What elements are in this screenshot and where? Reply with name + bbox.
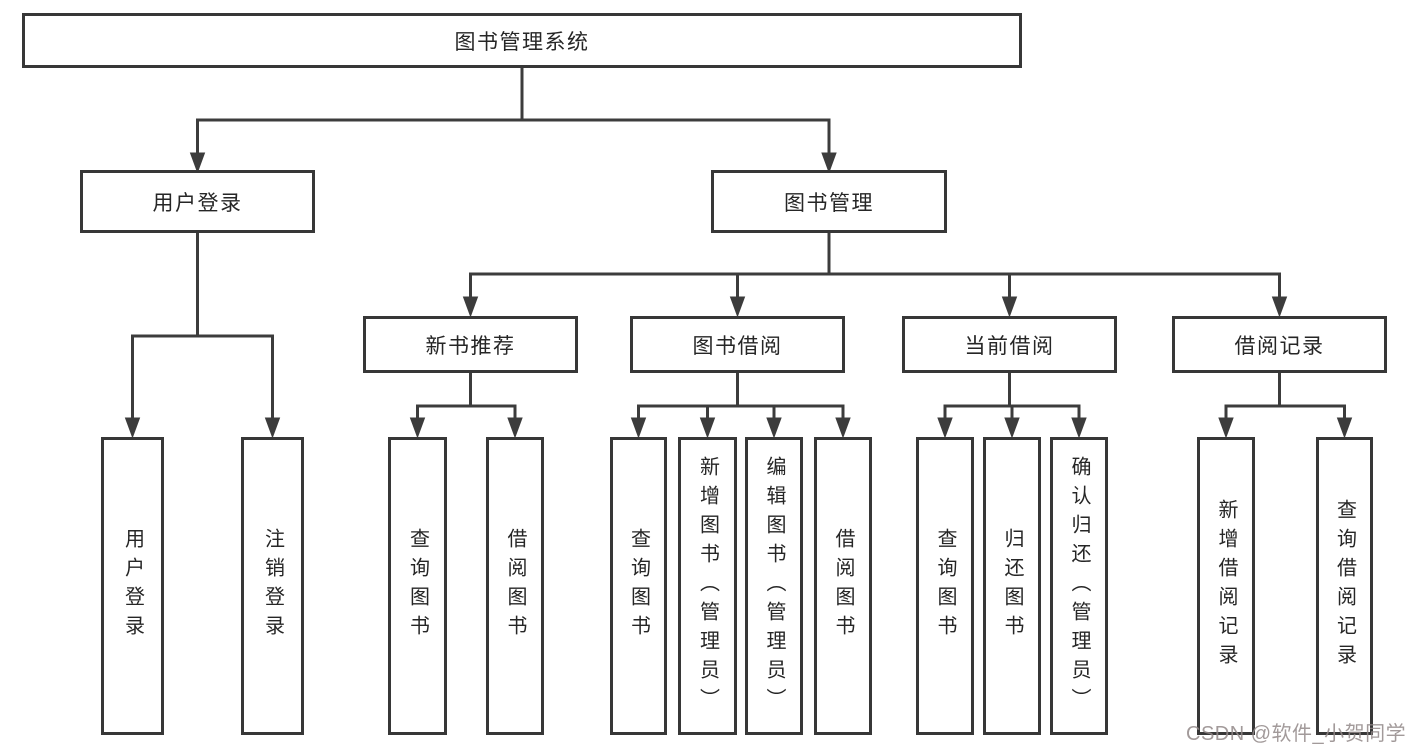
node-book-borrow: 图书借阅: [630, 316, 845, 373]
node-current-borrow: 当前借阅: [902, 316, 1117, 373]
arrowhead: [699, 417, 716, 439]
leaf-query-book-current: 查询图书: [916, 437, 974, 735]
node-borrow-records: 借阅记录: [1172, 316, 1387, 373]
leaf-logout: 注销登录: [241, 437, 304, 735]
arrowhead: [937, 417, 953, 439]
arrowhead: [835, 417, 851, 439]
connector-book-mgmt-to-level3: [462, 231, 1288, 318]
arrowhead: [729, 296, 746, 318]
arrowhead: [821, 152, 837, 174]
leaf-confirm-return-admin: 确认归还（管理员）: [1050, 437, 1108, 735]
leaf-add-borrow-record: 新增借阅记录: [1197, 437, 1255, 735]
node-root: 图书管理系统: [22, 13, 1022, 68]
arrowhead: [264, 417, 281, 439]
arrowhead: [1001, 296, 1018, 318]
arrowhead: [124, 417, 141, 439]
arrowhead: [1271, 296, 1288, 318]
connector-new-book-rec-to-leaves: [409, 371, 523, 439]
leaf-borrow-book: 借阅图书: [814, 437, 872, 735]
connector-root-to-level2: [189, 66, 837, 174]
connector-current-borrow-to-leaves: [937, 371, 1087, 439]
leaf-query-book-borrow: 查询图书: [610, 437, 667, 735]
connector-borrow-records-to-leaves: [1218, 371, 1353, 439]
arrowhead: [1071, 417, 1087, 439]
leaf-borrow-book-recommend: 借阅图书: [486, 437, 544, 735]
leaf-return-book: 归还图书: [983, 437, 1041, 735]
arrowhead: [1218, 417, 1234, 439]
leaf-user-login: 用户登录: [101, 437, 164, 735]
leaf-query-borrow-record: 查询借阅记录: [1316, 437, 1373, 735]
csdn-watermark: CSDN @软件_小贺同学: [1186, 723, 1405, 745]
arrowhead: [1336, 417, 1353, 439]
arrowhead: [1004, 417, 1020, 439]
arrowhead: [462, 296, 479, 318]
arrowhead: [630, 417, 647, 439]
connector-book-borrow-to-leaves: [630, 371, 851, 439]
node-book-management: 图书管理: [711, 170, 947, 233]
leaf-query-book-recommend: 查询图书: [388, 437, 447, 735]
leaf-add-book-admin: 新增图书（管理员）: [678, 437, 737, 735]
arrowhead: [507, 417, 523, 439]
arrowhead: [766, 417, 782, 439]
leaf-edit-book-admin: 编辑图书（管理员）: [745, 437, 803, 735]
node-user-login: 用户登录: [80, 170, 315, 233]
arrowhead: [189, 152, 206, 174]
arrowhead: [409, 417, 426, 439]
node-new-book-recommend: 新书推荐: [363, 316, 578, 373]
connector-user-login-to-leaves: [124, 231, 281, 439]
